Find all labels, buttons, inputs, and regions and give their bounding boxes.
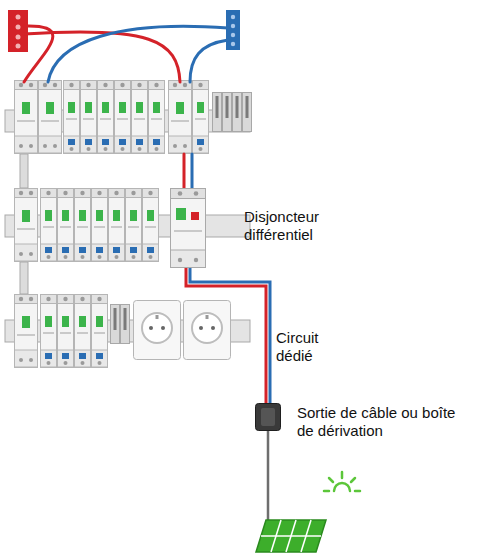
breaker-row (15, 189, 159, 262)
dedicated-circuit-cable (186, 268, 270, 403)
breaker-row (15, 81, 252, 154)
junction-box: Sortie de câble ou boîte de dérivation (255, 403, 281, 431)
neutral-busbar (226, 10, 240, 50)
rcd-module: Disjoncteur différentiel (170, 188, 206, 268)
phase-busbar (8, 10, 28, 52)
callout-label: Sortie de câble ou boîte de dérivation (297, 404, 462, 440)
rcd-shape (170, 188, 206, 268)
solar-panel (256, 520, 326, 552)
box-shape (255, 403, 281, 431)
cable-label: Circuit dédié (276, 329, 338, 365)
supply-wire (24, 26, 228, 190)
breaker-row (15, 295, 231, 368)
callout-label: Disjoncteur différentiel (244, 208, 339, 244)
sun-icon (324, 472, 360, 491)
